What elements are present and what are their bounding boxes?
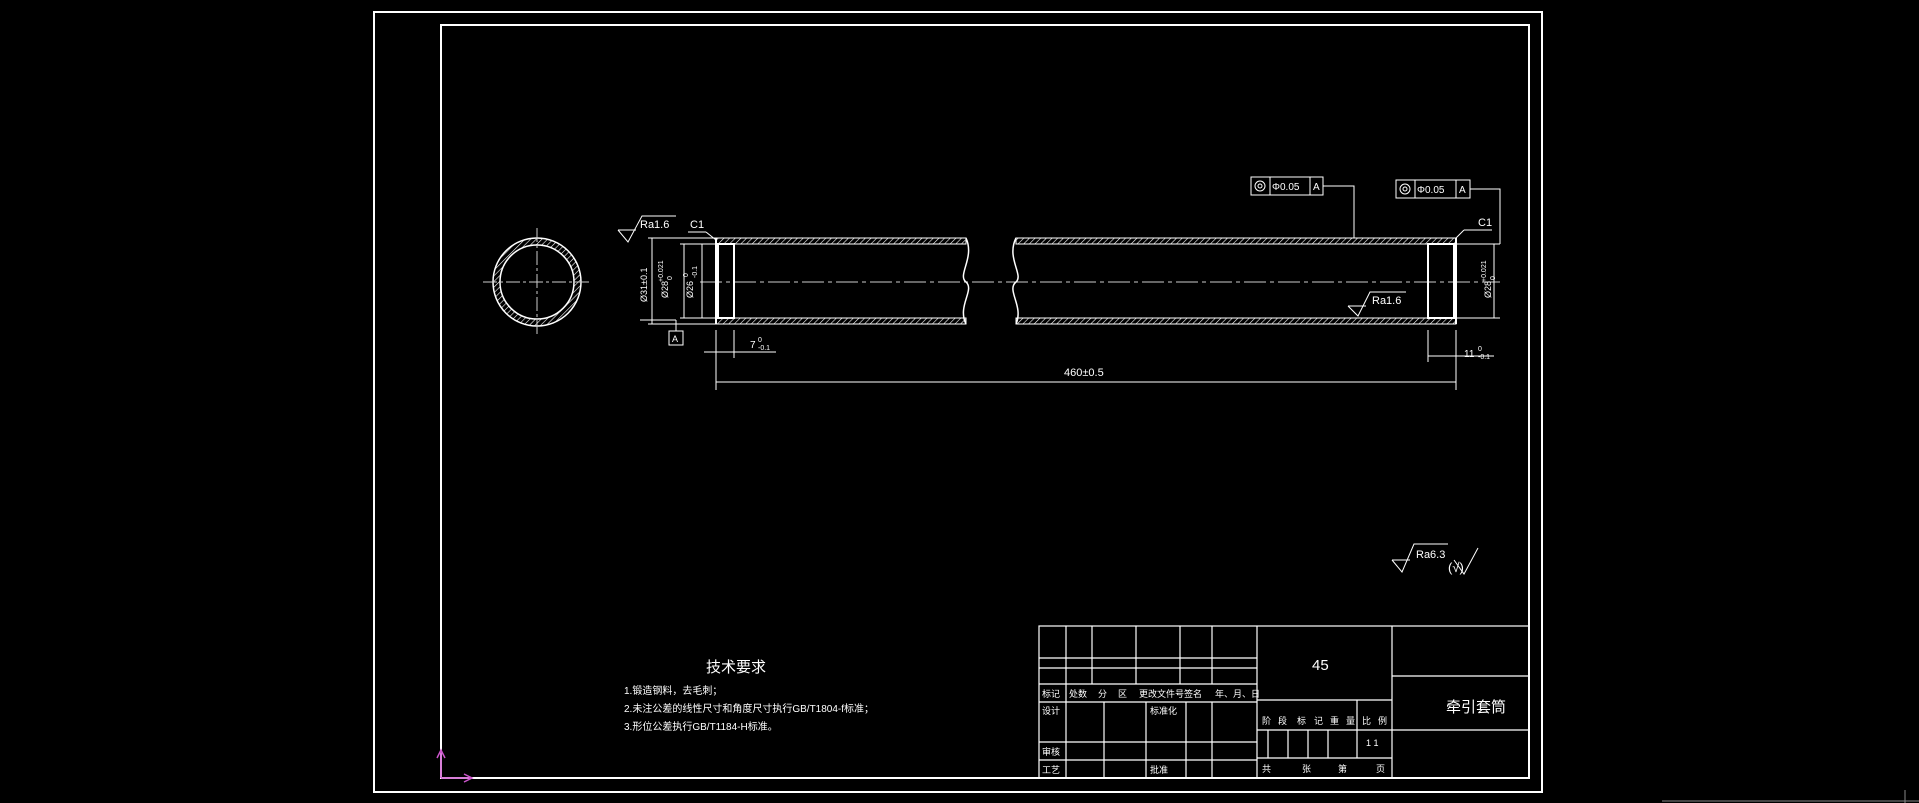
dim-right-dev-lower: 0 bbox=[1490, 276, 1497, 280]
sheet-label: 张 bbox=[1302, 764, 1311, 774]
dim-right-dev-upper: +0.021 bbox=[1481, 260, 1488, 282]
dim-inner-diameter: Ø26 bbox=[685, 281, 695, 298]
sheet-label: 页 bbox=[1376, 764, 1385, 774]
scale-value: 1 1 bbox=[1366, 738, 1379, 748]
datum-symbol bbox=[668, 320, 684, 346]
revision-header: 处数 bbox=[1069, 688, 1087, 699]
dim-right-depth-dev-lower: -0.1 bbox=[1478, 354, 1490, 361]
stage-header: 重 bbox=[1330, 715, 1339, 726]
design-label: 设计 bbox=[1042, 705, 1060, 716]
dim-bore-dev-lower: 0 bbox=[667, 276, 674, 280]
tech-req-item: 3.形位公差执行GB/T1184-H标准。 bbox=[624, 720, 778, 733]
title-block-part-name: 牵引套筒 bbox=[1446, 699, 1506, 716]
inner-frame bbox=[440, 24, 1530, 779]
process-label: 工艺 bbox=[1042, 765, 1060, 775]
sheet-label: 共 bbox=[1262, 764, 1271, 774]
tolerance-value-right: Φ0.05 bbox=[1417, 185, 1445, 196]
revision-header: 分 bbox=[1098, 689, 1107, 699]
review-label: 审核 bbox=[1042, 746, 1060, 757]
revision-header: 更改文件号 bbox=[1139, 688, 1184, 699]
datum-label: A bbox=[672, 334, 678, 344]
tech-req-item: 2.未注公差的线性尺寸和角度尺寸执行GB/T1804-f标准； bbox=[624, 702, 874, 715]
stage-header: 阶 bbox=[1262, 715, 1271, 726]
dim-bore-diameter: Ø28 bbox=[660, 281, 670, 298]
end-view bbox=[483, 228, 591, 336]
dim-inner-dev-upper: 0 bbox=[683, 273, 690, 277]
sheet-label: 第 bbox=[1338, 763, 1347, 774]
dim-right-depth: 11 bbox=[1464, 349, 1475, 360]
dim-inner-dev-lower: -0.1 bbox=[692, 266, 699, 278]
stage-header: 例 bbox=[1378, 715, 1387, 726]
tolerance-frame-left bbox=[1250, 176, 1355, 238]
tolerance-datum-right: A bbox=[1459, 185, 1466, 196]
tech-req-item: 1.锻造钢料，去毛刺； bbox=[624, 684, 722, 697]
roughness-symbol-general bbox=[1391, 543, 1479, 575]
tech-req-title: 技术要求 bbox=[706, 659, 766, 676]
dim-bore-dev-upper: +0.021 bbox=[658, 260, 665, 282]
chamfer-leaders bbox=[688, 229, 1492, 241]
ucs-icon bbox=[436, 748, 474, 783]
standardization-label: 标准化 bbox=[1150, 705, 1177, 716]
chamfer-label-right: C1 bbox=[1478, 217, 1492, 229]
revision-header: 签名 bbox=[1184, 688, 1202, 699]
outer-border bbox=[373, 11, 1543, 793]
tube-right-segment bbox=[1012, 237, 1457, 325]
roughness-label-left: Ra1.6 bbox=[640, 219, 669, 231]
roughness-label-general: Ra6.3 bbox=[1416, 549, 1445, 561]
tube-left-segment bbox=[715, 237, 970, 325]
length-dims bbox=[704, 243, 1500, 390]
roughness-symbol-bore bbox=[1347, 291, 1406, 317]
dim-outer-diameter: Ø31±0.1 bbox=[639, 268, 649, 302]
dim-left-depth-dev-lower: -0.1 bbox=[758, 345, 770, 352]
dim-right-depth-dev-upper: 0 bbox=[1478, 346, 1482, 353]
chamfer-label-left: C1 bbox=[690, 219, 704, 231]
dim-right-diameter: Ø28 bbox=[1483, 281, 1493, 298]
roughness-symbol-left bbox=[617, 215, 676, 243]
left-diameter-dims bbox=[640, 237, 718, 330]
dim-overall-length: 460±0.5 bbox=[1064, 367, 1104, 379]
stage-header: 标 bbox=[1297, 715, 1306, 726]
revision-header: 标记 bbox=[1042, 688, 1060, 699]
tolerance-value-left: Φ0.05 bbox=[1272, 182, 1300, 193]
stage-header: 记 bbox=[1314, 716, 1323, 726]
revision-header: 年、月、日 bbox=[1215, 688, 1260, 699]
stage-header: 段 bbox=[1278, 715, 1287, 726]
roughness-label-bore: Ra1.6 bbox=[1372, 295, 1401, 307]
stage-header: 比 bbox=[1362, 715, 1371, 726]
dim-left-depth-dev-upper: 0 bbox=[758, 337, 762, 344]
stage-header: 量 bbox=[1346, 716, 1355, 726]
title-block bbox=[1038, 625, 1530, 779]
roughness-label-general-other: (√) bbox=[1448, 560, 1464, 575]
tolerance-frame-right bbox=[1395, 179, 1501, 244]
dim-left-depth: 7 bbox=[750, 340, 756, 351]
tolerance-datum-left: A bbox=[1313, 182, 1320, 193]
approval-label: 批准 bbox=[1150, 764, 1168, 775]
title-block-material: 45 bbox=[1312, 657, 1329, 674]
revision-header: 区 bbox=[1118, 689, 1127, 699]
